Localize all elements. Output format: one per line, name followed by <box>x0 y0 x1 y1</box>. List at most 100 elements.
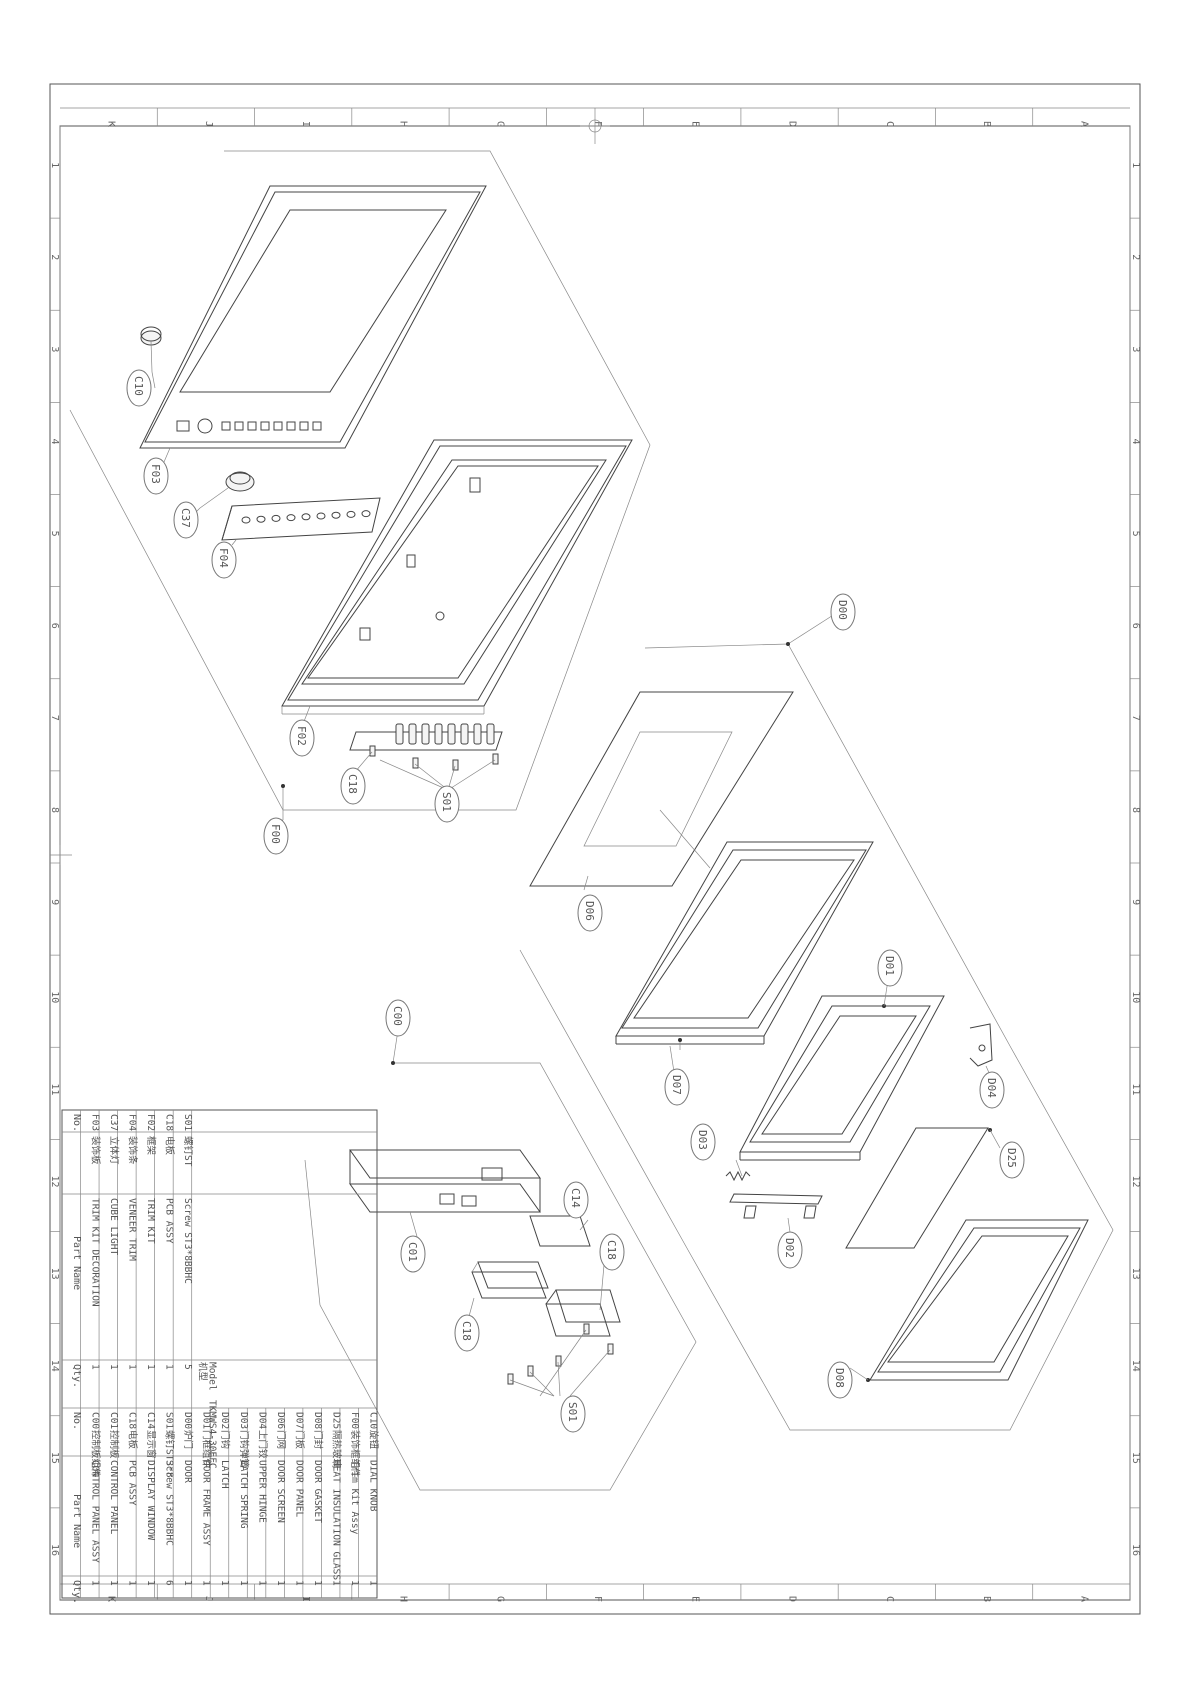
balloon-label: C10 <box>132 376 145 396</box>
balloon-d08: D08 <box>827 1361 853 1399</box>
balloon-label: C01 <box>406 1242 419 1262</box>
bom-left-name: TRIM KIT <box>145 1198 156 1244</box>
pcb-key <box>473 723 482 745</box>
zone-row-left-2: 2 <box>49 254 60 260</box>
bom-right-qty: 1 <box>238 1580 249 1586</box>
display-window-part <box>529 1215 591 1247</box>
bom-left-cn: 立体灯 <box>108 1136 120 1165</box>
bom-right-cn: 门板 <box>293 1430 305 1450</box>
bom-left-qty: 1 <box>145 1364 156 1370</box>
bom-right-cn: 门钩弹簧 <box>238 1430 250 1469</box>
bom-right-name: UPPER HINGE <box>256 1460 267 1523</box>
control-panel-screws <box>507 1323 614 1385</box>
bom-header-qty: Qty. <box>71 1364 82 1388</box>
zone-col-top-B: B <box>981 121 992 127</box>
bom-left-qty: 1 <box>108 1364 119 1370</box>
outer-border <box>49 83 1141 1615</box>
zone-col-bottom-E: E <box>689 1596 700 1602</box>
balloon-c00: C00 <box>385 999 411 1037</box>
trim-screws <box>369 745 499 771</box>
screw <box>555 1355 562 1367</box>
zone-row-left-16: 16 <box>49 1544 60 1556</box>
zone-col-top-F: F <box>592 121 603 127</box>
balloon-label: D25 <box>1005 1148 1018 1168</box>
bom-right-name: CONTROL PANEL <box>108 1460 119 1535</box>
balloon-c18a: C18 <box>340 767 366 805</box>
balloon-label: D02 <box>783 1238 796 1258</box>
bom-right-no: D01 <box>201 1412 212 1429</box>
bom-left-no: F04 <box>127 1114 138 1131</box>
balloon-d03: D03 <box>690 1123 716 1161</box>
bom-right-cn: 旋钮 <box>367 1430 379 1450</box>
bom-right-qty: 1 <box>293 1580 304 1586</box>
bom-right-qty: 1 <box>330 1580 341 1586</box>
bom-left-qty: 1 <box>127 1364 138 1370</box>
control-panel-part <box>349 1149 541 1213</box>
zone-row-right-4: 4 <box>1130 438 1141 444</box>
bom-right-qty: 1 <box>145 1580 156 1586</box>
bom-right-qty: 1 <box>349 1580 360 1586</box>
zone-col-top-K: K <box>106 121 117 127</box>
zone-col-bottom-B: B <box>981 1596 992 1602</box>
bom-right-name: DOOR PANEL <box>293 1460 304 1517</box>
bom-model-value: TKMWS4-30EFC <box>207 1400 218 1469</box>
veneer-hole <box>331 511 341 519</box>
balloon-d06: D06 <box>577 894 603 932</box>
bom-left-no: F02 <box>145 1114 156 1131</box>
bom-right-qty: 6 <box>164 1580 175 1586</box>
zone-row-right-14: 14 <box>1130 1360 1141 1372</box>
balloon-c10: C10 <box>126 369 152 407</box>
zone-row-right-13: 13 <box>1130 1268 1141 1280</box>
center-mark-left <box>50 845 72 865</box>
bom-left-no: C18 <box>164 1114 175 1131</box>
balloon-label: F02 <box>295 726 308 746</box>
bom-right-qty: 1 <box>256 1580 267 1586</box>
bom-left-no: S01 <box>182 1114 193 1131</box>
bom-right-no: C10 <box>367 1412 378 1429</box>
balloon-c01: C01 <box>400 1235 426 1273</box>
trim-kit-frame-part <box>281 439 633 715</box>
zone-row-left-3: 3 <box>49 346 60 352</box>
zone-col-bottom-J: J <box>203 1596 214 1602</box>
zone-row-right-6: 6 <box>1130 623 1141 629</box>
decoration-button <box>221 421 231 431</box>
zone-col-top-H: H <box>397 121 408 127</box>
zone-col-bottom-H: H <box>397 1596 408 1602</box>
veneer-hole <box>346 510 356 518</box>
balloon-c37: C37 <box>173 501 199 539</box>
heat-insulation-glass-part <box>845 1127 992 1249</box>
balloon-label: D00 <box>836 600 849 620</box>
bom-right-name: CONTROL PANEL ASSY <box>90 1460 101 1563</box>
bom-right-name: PCB ASSY <box>127 1460 138 1506</box>
zone-row-left-9: 9 <box>49 899 60 905</box>
zone-row-right-7: 7 <box>1130 715 1141 721</box>
bom-outline <box>61 1109 378 1599</box>
pcb-key <box>447 723 456 745</box>
veneer-holes <box>241 510 371 524</box>
zone-col-top-C: C <box>884 121 895 127</box>
bom-header-no-2: No. <box>71 1412 82 1430</box>
dial-knob-part <box>140 326 162 373</box>
bom-right-qty: 1 <box>275 1580 286 1586</box>
decoration-button <box>234 421 244 431</box>
balloon-label: D08 <box>833 1368 846 1388</box>
balloon-label: S01 <box>440 792 453 812</box>
zone-col-top-G: G <box>495 121 506 127</box>
balloon-label: D07 <box>670 1075 683 1095</box>
balloon-d01: D01 <box>877 949 903 987</box>
group-boundary-d00 <box>519 643 1114 1431</box>
bom-right-no: D25 <box>330 1412 341 1429</box>
bom-left-cn: 装饰条 <box>127 1136 139 1165</box>
bom-right-no: F00 <box>349 1412 360 1429</box>
cube-light-part <box>199 471 255 509</box>
zone-row-left-10: 10 <box>49 991 60 1003</box>
bom-right-no: D03 <box>238 1412 249 1429</box>
decoration-button <box>299 421 309 431</box>
part-balloons: C10F03C37F04F02C18S01F00D00D06D07D01D04D… <box>126 369 1025 1433</box>
bom-right-cn: 炉门 <box>182 1430 194 1449</box>
balloon-c14: C14 <box>563 1181 589 1219</box>
zone-col-bottom-K: K <box>106 1596 117 1602</box>
balloon-label: C14 <box>569 1188 582 1208</box>
screw <box>507 1373 514 1385</box>
zone-col-bottom-I: I <box>300 1596 311 1602</box>
